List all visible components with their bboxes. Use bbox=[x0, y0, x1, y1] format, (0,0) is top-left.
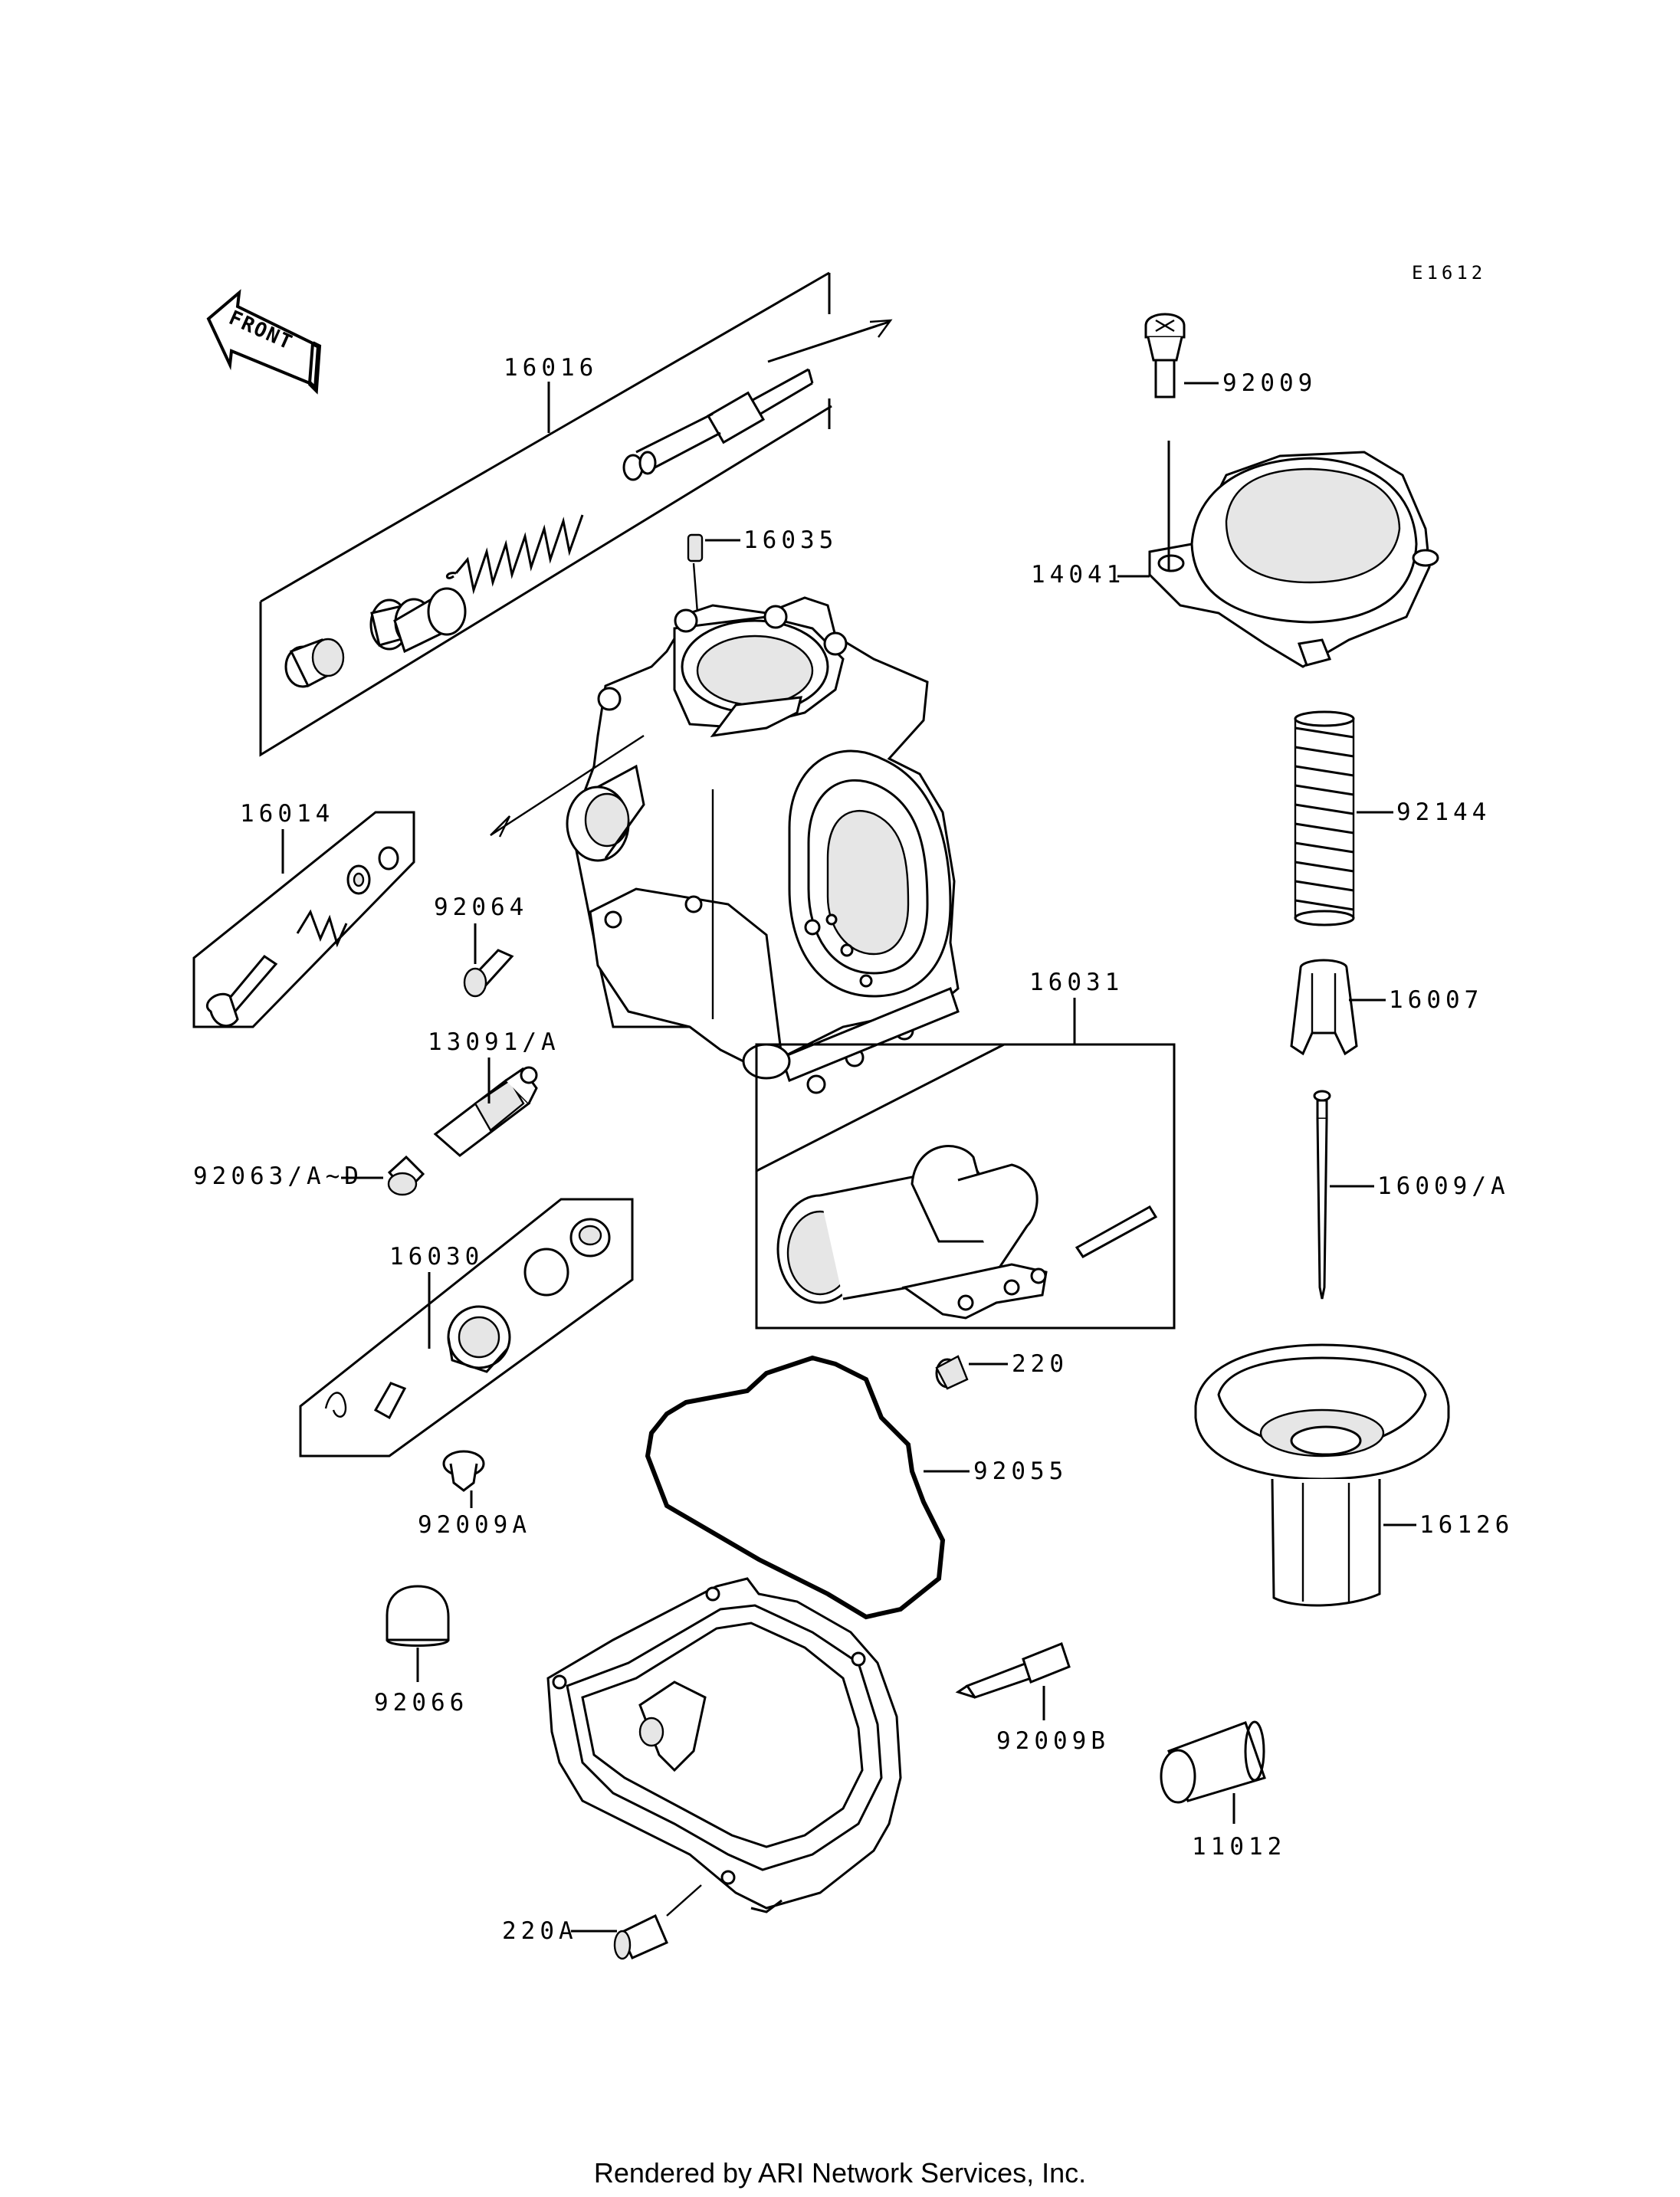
label-220A: 220A bbox=[502, 1917, 578, 1945]
label-92066: 92066 bbox=[374, 1689, 468, 1717]
part-14041-cover bbox=[1148, 451, 1439, 668]
part-92009A-screw bbox=[442, 1450, 485, 1492]
float-bowl bbox=[546, 1577, 902, 1913]
label-16009: 16009/A bbox=[1377, 1172, 1510, 1200]
label-92144: 92144 bbox=[1396, 798, 1491, 826]
part-92055-gasket bbox=[645, 1355, 946, 1620]
part-13091-needle-jet bbox=[433, 1066, 538, 1157]
label-16035: 16035 bbox=[743, 526, 838, 554]
label-16031: 16031 bbox=[1029, 969, 1124, 996]
part-92064-jet bbox=[463, 949, 514, 998]
label-92055: 92055 bbox=[973, 1458, 1068, 1485]
label-16030: 16030 bbox=[389, 1243, 484, 1271]
label-14041: 14041 bbox=[1031, 561, 1125, 589]
part-16007-holder bbox=[1290, 959, 1358, 1056]
part-220-screw bbox=[935, 1355, 969, 1390]
part-92063-main-jet bbox=[387, 1155, 425, 1196]
part-16030-kit bbox=[299, 1198, 634, 1458]
part-92009B-screw bbox=[955, 1642, 1071, 1699]
diagram-code: E1612 bbox=[1412, 262, 1486, 284]
label-92063: 92063/A~D bbox=[193, 1162, 363, 1190]
part-92144-spring bbox=[1294, 710, 1355, 926]
part-11012-boot bbox=[1160, 1720, 1266, 1804]
label-16007: 16007 bbox=[1389, 986, 1483, 1014]
label-16014: 16014 bbox=[240, 800, 334, 828]
label-13091: 13091/A bbox=[428, 1028, 560, 1056]
footer-credit: Rendered by ARI Network Services, Inc. bbox=[594, 2157, 1086, 2189]
label-92064: 92064 bbox=[434, 894, 528, 921]
label-220: 220 bbox=[1012, 1350, 1068, 1378]
carburetor-body bbox=[490, 596, 960, 1094]
part-16014-kit bbox=[192, 811, 415, 1028]
part-220A-screw bbox=[613, 1913, 668, 1960]
part-92009-screw bbox=[1144, 313, 1186, 398]
label-92009A: 92009A bbox=[418, 1511, 531, 1539]
label-16016: 16016 bbox=[504, 354, 598, 382]
part-16035-jet bbox=[687, 533, 740, 562]
part-16009-needle bbox=[1313, 1090, 1331, 1300]
front-arrow-icon: FRONT bbox=[206, 289, 322, 395]
label-92009B: 92009B bbox=[996, 1727, 1110, 1755]
label-16126: 16126 bbox=[1419, 1511, 1514, 1539]
part-16031-kit bbox=[755, 1043, 1176, 1330]
front-label: FRONT bbox=[225, 307, 297, 355]
label-92009: 92009 bbox=[1222, 369, 1317, 397]
part-16016-kit bbox=[259, 271, 893, 757]
part-92066-cap bbox=[386, 1585, 450, 1647]
label-11012: 11012 bbox=[1192, 1833, 1286, 1861]
part-16126-slide bbox=[1194, 1343, 1450, 1607]
